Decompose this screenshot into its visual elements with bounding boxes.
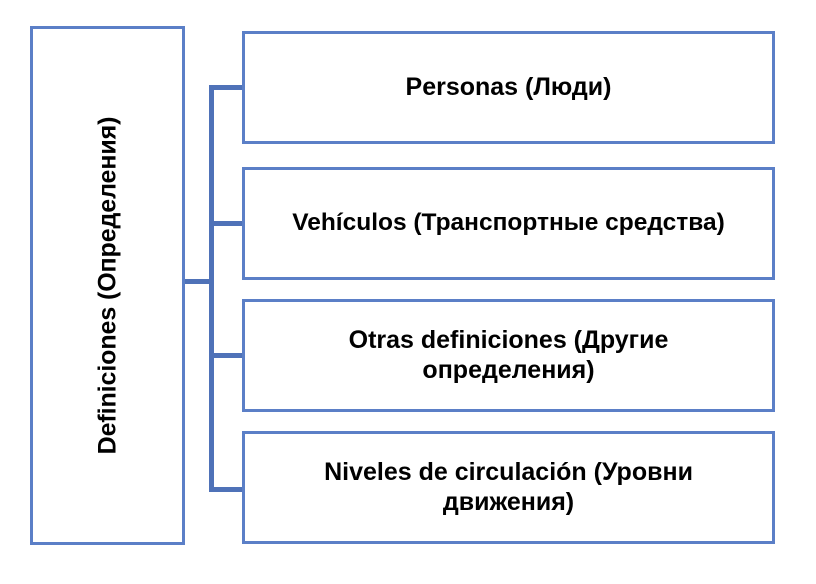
child-node-label: Vehículos (Транспортные средства): [292, 209, 725, 237]
child-node-personas[interactable]: Personas (Люди): [242, 31, 775, 144]
child-node-label: Niveles de circulación (Уровни движения): [324, 458, 693, 516]
child-node-vehiculos[interactable]: Vehículos (Транспортные средства): [242, 167, 775, 280]
child-node-otras-definiciones[interactable]: Otras definiciones (Другие определения): [242, 299, 775, 412]
child-node-label: Personas (Люди): [405, 72, 612, 101]
root-node-label: Definiciones (Определения): [93, 116, 121, 455]
child-node-label: Otras definiciones (Другие определения): [348, 326, 669, 384]
child-node-niveles-de-circulacion[interactable]: Niveles de circulación (Уровни движения): [242, 431, 775, 544]
root-node[interactable]: Definiciones (Определения): [30, 26, 185, 545]
